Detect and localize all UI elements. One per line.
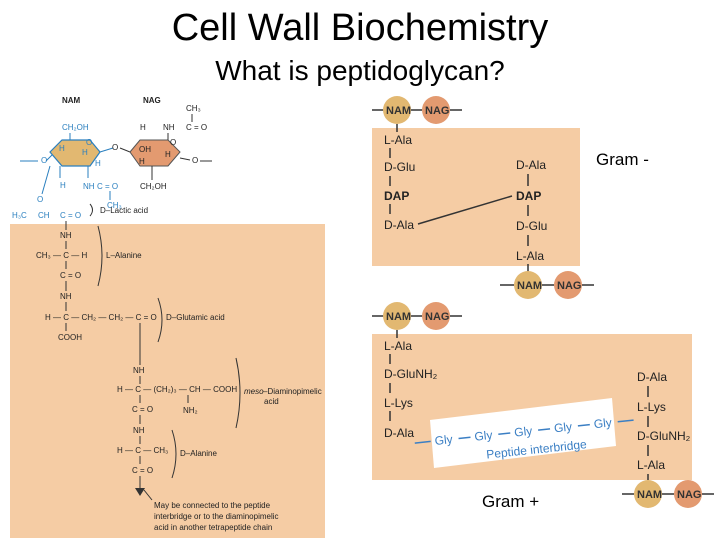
d-glutamic-label: D–Glutamic acid (166, 313, 225, 322)
lactyl-ch: CH (38, 211, 50, 220)
nag-h-top: H (140, 123, 146, 132)
gram-pos-left-4: D-Ala (384, 426, 414, 440)
ala-nh: NH (60, 231, 72, 240)
nam-h2: H (82, 148, 88, 157)
nag-header: NAG (143, 96, 161, 105)
nam-ring (49, 139, 101, 167)
gram-pos-right-3: D-GluNH₂ (637, 429, 691, 443)
gram-neg-right-2: DAP (516, 189, 541, 203)
glu-nh: NH (60, 292, 72, 301)
gram-neg-nam-top-label: NAM (386, 105, 411, 117)
gram-neg-right-3: D-Glu (516, 219, 547, 233)
note-line-1: May be connected to the peptide (154, 501, 271, 510)
gly-2: Gly (474, 428, 493, 444)
nam-header: NAM (62, 96, 81, 105)
nam-ch2oh: CH₂OH (62, 123, 89, 132)
gly-4: Gly (553, 420, 572, 436)
lactyl-o: O (37, 195, 43, 204)
dala-nh: NH (133, 426, 145, 435)
gram-neg-nam-bottom (514, 271, 542, 299)
nam-co: C = O (97, 182, 118, 191)
gram-positive-label: Gram + (482, 492, 540, 511)
nam-h3: H (95, 159, 101, 168)
gram-neg-nag-top-label: NAG (425, 105, 449, 117)
gram-pos-nag-top-label: NAG (425, 311, 449, 323)
gram-neg-left-2: D-Glu (384, 160, 415, 174)
gram-neg-left-3: DAP (384, 189, 409, 203)
interbridge-band (430, 398, 616, 468)
dap-core: H — C — (CH₂)₃ — CH — COOH (117, 385, 237, 394)
dap-label-2: acid (264, 397, 279, 406)
gram-neg-panel (372, 128, 580, 266)
gram-neg-right-1: D-Ala (516, 158, 546, 172)
nam-h4: H (60, 181, 66, 190)
nag-ring (129, 139, 181, 167)
glu-core: H — C — CH₂ — CH₂ — C = O (45, 313, 157, 322)
nag-o-right: O (192, 156, 198, 165)
gram-pos-left-3: L-Lys (384, 396, 413, 410)
gram-neg-nag-bottom-label: NAG (557, 280, 581, 292)
nam-o-left: O (41, 156, 47, 165)
nag-ch3: CH₃ (186, 104, 201, 113)
gly-5: Gly (593, 415, 612, 431)
nag-co: C = O (186, 123, 207, 132)
dala-co: C = O (132, 466, 153, 475)
gram-pos-right-1: D-Ala (637, 370, 667, 384)
note-line-3: acid in another tetrapeptide chain (154, 523, 272, 532)
lactic-acid-label: D–Lactic acid (100, 206, 148, 215)
gly-1: Gly (434, 432, 453, 448)
l-alanine-label: L–Alanine (106, 251, 142, 260)
glycosidic-o: O (112, 143, 118, 152)
gram-pos-nam-top (383, 302, 411, 330)
lactyl-co: C = O (60, 211, 81, 220)
nag-o: O (170, 138, 176, 147)
d-alanine-label: D–Alanine (180, 449, 217, 458)
gram-neg-nam-bottom-label: NAM (517, 280, 542, 292)
nam-h1: H (59, 144, 65, 153)
gram-pos-left-1: L-Ala (384, 339, 412, 353)
gram-neg-right-4: L-Ala (516, 249, 544, 263)
gram-neg-nam-top (383, 96, 411, 124)
gram-pos-nag-bottom-label: NAG (677, 489, 701, 501)
gram-pos-nam-bottom (634, 480, 662, 508)
glu-cooh: COOH (58, 333, 82, 342)
lactyl-h3c: H₃C (12, 211, 27, 220)
nam-o: O (86, 138, 92, 147)
gram-pos-right-2: L-Lys (637, 400, 666, 414)
nam-ch3: CH₃ (107, 201, 122, 210)
nam-nh: NH (83, 182, 95, 191)
ala-core: CH₃ — C — H (36, 251, 87, 260)
dap-label: –Diaminopimelic (263, 387, 322, 396)
nag-nh: NH (163, 123, 175, 132)
gram-negative-label: Gram - (596, 150, 649, 169)
gram-neg-left-1: L-Ala (384, 133, 412, 147)
gram-neg-nag-bottom (554, 271, 582, 299)
nag-h2: H (165, 150, 171, 159)
dap-label-italic: meso (244, 387, 264, 396)
page-title: Cell Wall Biochemistry (171, 7, 549, 49)
gram-pos-nag-top (422, 302, 450, 330)
dap-nh2: NH₂ (183, 406, 198, 415)
dala-core: H — C — CH₃ (117, 446, 168, 455)
page-subtitle: What is peptidoglycan? (215, 55, 505, 86)
nag-ch2oh: CH₂OH (140, 182, 167, 191)
gram-pos-nag-bottom (674, 480, 702, 508)
gram-neg-left-4: D-Ala (384, 218, 414, 232)
ala-co: C = O (60, 271, 81, 280)
dap-co: C = O (132, 405, 153, 414)
gram-pos-nam-bottom-label: NAM (637, 489, 662, 501)
gly-3: Gly (514, 424, 533, 440)
gram-pos-right-4: L-Ala (637, 458, 665, 472)
nag-oh: OH (139, 145, 151, 154)
gram-pos-left-2: D-GluNH₂ (384, 367, 438, 381)
peptide-panel (10, 224, 325, 538)
nag-h: H (139, 157, 145, 166)
gram-pos-nam-top-label: NAM (386, 311, 411, 323)
dap-nh: NH (133, 366, 145, 375)
note-line-2: interbridge or to the diaminopimelic (154, 512, 279, 521)
gram-neg-nag-top (422, 96, 450, 124)
